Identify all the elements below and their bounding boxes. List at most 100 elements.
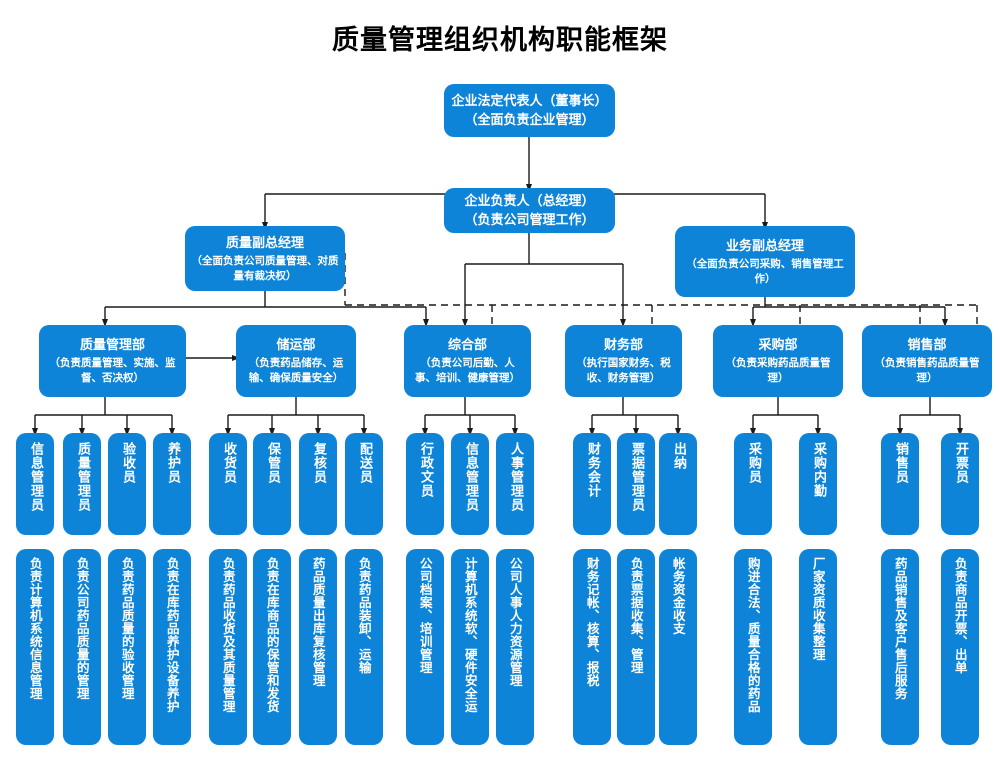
business-vice-gm-title: 业务副总经理 <box>725 238 804 254</box>
purchasing-dept-desc: （负责采购药品质量管理） <box>725 357 831 384</box>
role-label: 收货员 <box>221 442 237 484</box>
role-label: 复核员 <box>311 442 327 484</box>
purchasing-dept-title: 采购部 <box>758 338 798 353</box>
general-affairs-dept-desc: （负责公司后勤、人事、培训、健康管理） <box>415 357 520 384</box>
duty-text: 负责药品装卸、运输 <box>356 557 372 674</box>
duty-purchasing-support[interactable]: 厂家资质收集整理 <box>799 549 837 745</box>
page-title: 质量管理组织机构职能框架 <box>332 25 668 56</box>
box-sales-dept[interactable]: 销售部 （负责销售药品质量管理） <box>862 325 992 397</box>
box-business-vice-gm[interactable]: 业务副总经理 （全面负责公司采购、销售管理工作） <box>675 226 855 297</box>
duty-text: 负责药品质量的验收管理 <box>119 557 135 700</box>
duty-purchaser[interactable]: 购进合法、质量合格的药品 <box>734 549 772 745</box>
legal-rep-title: 企业法定代表人（董事长） <box>451 93 608 109</box>
duty-text: 公司档案、培训管理 <box>417 557 433 674</box>
role-label: 票据管理员 <box>629 442 645 512</box>
sales-dept-desc: （负责销售药品质量管理） <box>874 357 980 384</box>
box-legal-representative[interactable]: 企业法定代表人（董事长） （全面负责企业管理） <box>444 84 615 137</box>
box-quality-vice-gm[interactable]: 质量副总经理 （全面负责公司质量管理、对质量有裁决权） <box>185 226 345 291</box>
role-purchasing-support[interactable]: 采购内勤 <box>799 433 837 535</box>
role-purchaser[interactable]: 采购员 <box>734 433 772 535</box>
role-sales-clerk[interactable]: 销售员 <box>881 433 919 535</box>
box-storage-transport-dept[interactable]: 储运部 （负责药品储存、运输、确保质量安全） <box>236 325 356 397</box>
duty-text: 负责公司药品质量的管理 <box>74 557 90 700</box>
duty-delivery-clerk[interactable]: 负责药品装卸、运输 <box>345 549 383 745</box>
storage-transport-dept-title: 储运部 <box>276 338 316 353</box>
sales-dept-title: 销售部 <box>907 338 947 353</box>
role-label: 验收员 <box>120 442 136 484</box>
duty-text: 计算机系统软、硬件安全运 <box>462 557 478 713</box>
duty-text: 购进合法、质量合格的药品 <box>745 557 761 713</box>
duty-maintenance-clerk[interactable]: 负责在库药品养护设备养护 <box>153 549 191 745</box>
role-acceptance-clerk[interactable]: 验收员 <box>108 433 146 535</box>
duty-text: 财务记帐、核算、报税 <box>584 557 600 687</box>
duty-hr-manager[interactable]: 公司人事人力资源管理 <box>496 549 534 745</box>
box-purchasing-dept[interactable]: 采购部 （负责采购药品质量管理） <box>713 325 843 397</box>
business-vice-gm-desc: （全面负责公司采购、销售管理工作） <box>686 257 844 285</box>
role-label: 养护员 <box>165 442 181 484</box>
role-cashier[interactable]: 出纳 <box>659 433 697 535</box>
box-quality-management-dept[interactable]: 质量管理部 （负责质量管理、实施、监督、否决权） <box>39 325 186 397</box>
role-label: 采购员 <box>746 442 762 484</box>
role-admin-clerk[interactable]: 行政文员 <box>406 433 444 535</box>
role-delivery-clerk[interactable]: 配送员 <box>345 433 383 535</box>
duty-recheck-clerk[interactable]: 药品质量出库复核管理 <box>299 549 337 745</box>
role-label: 信息管理员 <box>463 442 479 512</box>
duty-text: 负责药品收货及其质量管理 <box>220 557 236 713</box>
general-affairs-dept-title: 综合部 <box>447 338 487 353</box>
role-label: 配送员 <box>357 442 373 484</box>
legal-rep-subtitle: （全面负责企业管理） <box>464 112 595 128</box>
quality-vice-gm-desc: （全面负责公司质量管理、对质量有裁决权） <box>191 254 339 282</box>
duty-cashier[interactable]: 帐务资金收支 <box>659 549 697 745</box>
duty-text: 药品质量出库复核管理 <box>310 557 326 687</box>
finance-dept-title: 财务部 <box>603 338 643 353</box>
quality-vice-gm-title: 质量副总经理 <box>225 235 304 251</box>
role-label: 人事管理员 <box>508 442 524 512</box>
duty-storekeeper[interactable]: 负责在库商品的保管和发货 <box>253 549 291 745</box>
role-bill-manager[interactable]: 票据管理员 <box>617 433 655 535</box>
duty-quality-manager[interactable]: 负责公司药品质量的管理 <box>63 549 101 745</box>
duty-text: 厂家资质收集整理 <box>810 557 826 661</box>
role-receiving-clerk[interactable]: 收货员 <box>209 433 247 535</box>
role-maintenance-clerk[interactable]: 养护员 <box>153 433 191 535</box>
duty-accountant[interactable]: 财务记帐、核算、报税 <box>573 549 611 745</box>
duty-bill-manager[interactable]: 负责票据收集、管理 <box>617 549 655 745</box>
general-manager-subtitle: （负责公司管理工作） <box>464 212 595 228</box>
role-accountant[interactable]: 财务会计 <box>573 433 611 535</box>
box-finance-dept[interactable]: 财务部 （执行国家财务、税收、财务管理） <box>565 325 682 397</box>
finance-dept-desc: （执行国家财务、税收、财务管理） <box>576 357 671 384</box>
role-label: 信息管理员 <box>28 442 44 512</box>
duty-text: 公司人事人力资源管理 <box>507 557 523 687</box>
box-general-manager[interactable]: 企业负责人（总经理） （负责公司管理工作） <box>444 188 615 233</box>
role-label: 销售员 <box>893 442 909 484</box>
duty-admin-clerk[interactable]: 公司档案、培训管理 <box>406 549 444 745</box>
duty-text: 负责在库商品的保管和发货 <box>264 557 280 713</box>
storage-transport-dept-desc: （负责药品储存、运输、确保质量安全） <box>248 357 344 384</box>
role-label: 保管员 <box>265 442 281 484</box>
role-recheck-clerk[interactable]: 复核员 <box>299 433 337 535</box>
box-general-affairs-dept[interactable]: 综合部 （负责公司后勤、人事、培训、健康管理） <box>404 325 531 397</box>
quality-management-dept-title: 质量管理部 <box>79 338 145 353</box>
duty-sales-clerk[interactable]: 药品销售及客户售后服务 <box>881 549 919 745</box>
duty-invoicing-clerk[interactable]: 负责商品开票、出单 <box>941 549 979 745</box>
role-quality-manager[interactable]: 质量管理员 <box>63 433 101 535</box>
duty-receiving-clerk[interactable]: 负责药品收货及其质量管理 <box>209 549 247 745</box>
duty-text: 帐务资金收支 <box>670 557 686 635</box>
duty-ga-info-manager[interactable]: 计算机系统软、硬件安全运 <box>451 549 489 745</box>
role-hr-manager[interactable]: 人事管理员 <box>496 433 534 535</box>
duty-acceptance-clerk[interactable]: 负责药品质量的验收管理 <box>108 549 146 745</box>
role-ga-info-manager[interactable]: 信息管理员 <box>451 433 489 535</box>
duty-info-manager[interactable]: 负责计算机系统信息管理 <box>16 549 54 745</box>
quality-management-dept-desc: （负责质量管理、实施、监督、否决权） <box>49 357 176 384</box>
role-invoicing-clerk[interactable]: 开票员 <box>941 433 979 535</box>
role-info-manager[interactable]: 信息管理员 <box>16 433 54 535</box>
duty-text: 负责商品开票、出单 <box>952 557 968 674</box>
role-label: 行政文员 <box>418 442 434 498</box>
duty-text: 负责计算机系统信息管理 <box>27 557 43 700</box>
duty-text: 负责在库药品养护设备养护 <box>164 557 180 713</box>
role-label: 财务会计 <box>585 442 601 498</box>
duty-text: 负责票据收集、管理 <box>628 557 644 674</box>
general-manager-title: 企业负责人（总经理） <box>464 193 595 209</box>
role-storekeeper[interactable]: 保管员 <box>253 433 291 535</box>
duty-text: 药品销售及客户售后服务 <box>892 557 908 700</box>
